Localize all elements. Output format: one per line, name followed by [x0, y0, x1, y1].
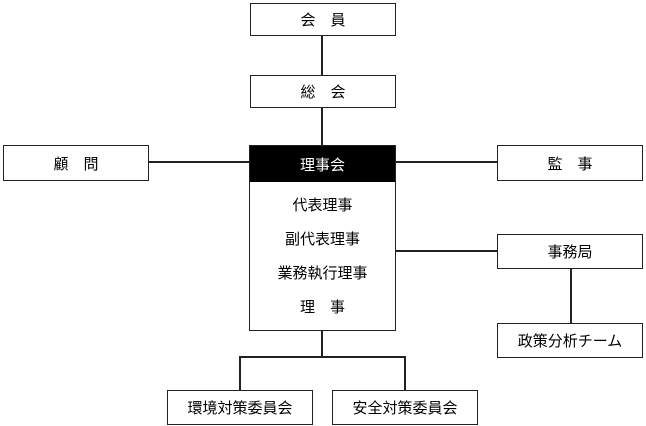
policy-team-box: 政策分析チーム: [497, 323, 643, 358]
connector-board-committees: [321, 331, 323, 357]
auditor-box: 監 事: [497, 145, 643, 181]
connector-env-committee: [239, 356, 241, 390]
connector-advisor-board: [148, 161, 249, 163]
env-committee-box: 環境対策委員会: [167, 390, 313, 425]
connector-members-general: [321, 35, 323, 76]
board-member: 代表理事: [292, 196, 353, 214]
safety-committee-box: 安全対策委員会: [332, 390, 478, 425]
connector-committees-bar: [239, 356, 406, 358]
general-meeting-box: 総 会: [250, 75, 396, 108]
connector-board-secretariat: [396, 250, 498, 252]
connector-secretariat-team: [570, 269, 572, 323]
members-box: 会 員: [250, 3, 396, 36]
connector-safety-committee: [404, 356, 406, 390]
board-header: 理事会: [250, 146, 395, 182]
board-box: 理事会 代表理事 副代表理事 業務執行理事 理 事: [249, 145, 396, 331]
board-members-list: 代表理事 副代表理事 業務執行理事 理 事: [250, 182, 395, 324]
board-member: 理 事: [299, 298, 345, 316]
secretariat-box: 事務局: [497, 234, 643, 269]
connector-board-auditor: [396, 161, 498, 163]
advisor-box: 顧 問: [3, 145, 149, 181]
board-member: 副代表理事: [284, 230, 360, 248]
connector-general-board: [321, 107, 323, 145]
board-member: 業務執行理事: [277, 264, 368, 282]
